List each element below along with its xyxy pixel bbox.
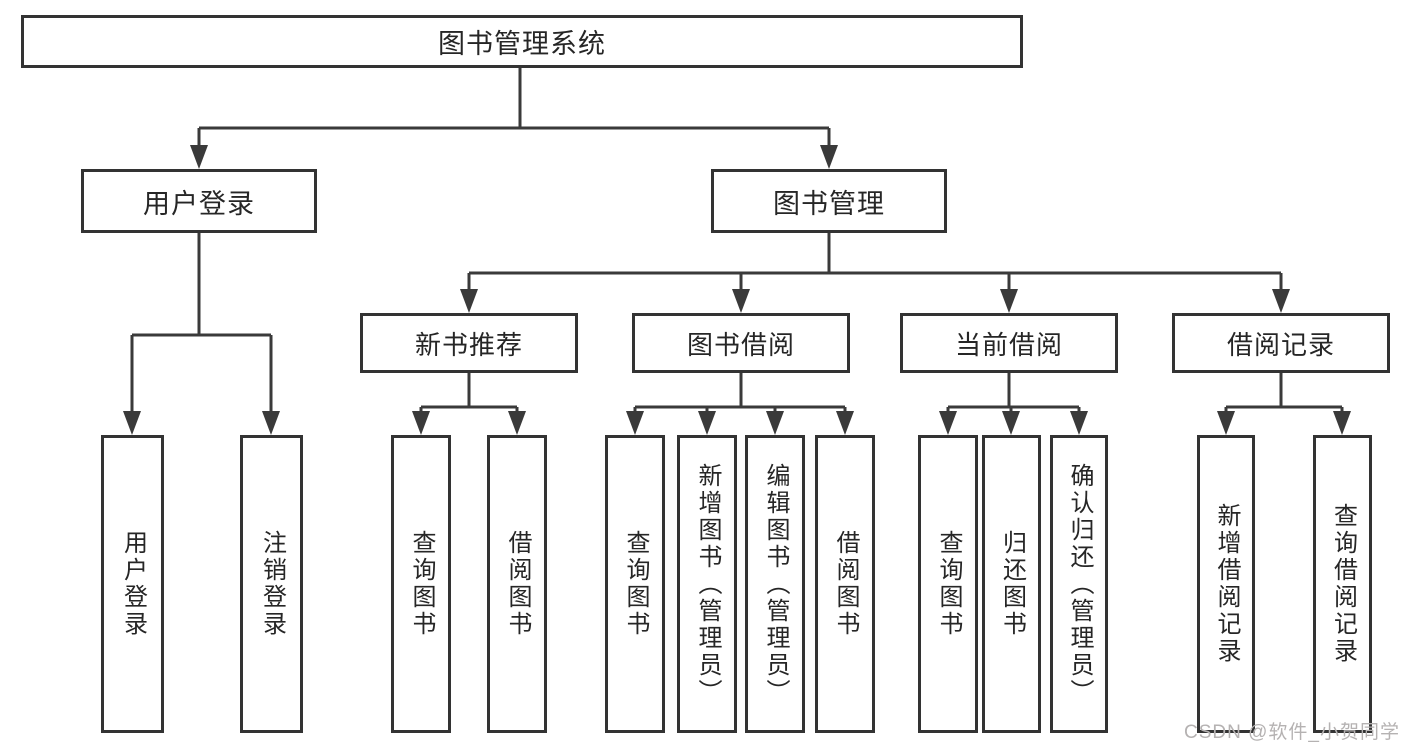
leaf-borrow-query-book-label: 查询图书 — [622, 530, 649, 638]
leaf-recommend-borrow-book-label: 借阅图书 — [504, 530, 531, 638]
node-book-management: 图书管理 — [711, 169, 947, 233]
leaf-add-borrow-record-label: 新增借阅记录 — [1213, 503, 1240, 665]
watermark: CSDN @软件_小贺同学 — [1184, 722, 1400, 743]
node-borrow-records-label: 借阅记录 — [1226, 329, 1335, 360]
leaf-user-login-label: 用户登录 — [119, 530, 147, 638]
node-book-borrow: 图书借阅 — [632, 313, 850, 373]
leaf-borrow-query-book: 查询图书 — [605, 435, 665, 733]
leaf-edit-book-admin: 编辑图书（管理员） — [745, 435, 805, 733]
node-user-login: 用户登录 — [81, 169, 317, 233]
node-book-management-label: 图书管理 — [773, 188, 885, 219]
leaf-current-query-book-label: 查询图书 — [935, 530, 962, 638]
arrowheads — [123, 145, 1351, 435]
leaf-logout: 注销登录 — [240, 435, 303, 733]
leaf-return-book: 归还图书 — [982, 435, 1041, 733]
node-current-borrow: 当前借阅 — [900, 313, 1118, 373]
node-borrow-records: 借阅记录 — [1172, 313, 1390, 373]
leaf-add-book-admin-label: 新增图书（管理员） — [694, 462, 721, 706]
leaf-add-borrow-record: 新增借阅记录 — [1197, 435, 1255, 733]
node-current-borrow-label: 当前借阅 — [954, 329, 1063, 360]
leaf-edit-book-admin-label: 编辑图书（管理员） — [762, 462, 789, 706]
node-root: 图书管理系统 — [21, 15, 1023, 68]
leaf-add-book-admin: 新增图书（管理员） — [677, 435, 737, 733]
leaf-query-borrow-record: 查询借阅记录 — [1313, 435, 1372, 733]
node-user-login-label: 用户登录 — [143, 188, 255, 219]
leaf-recommend-query-book-label: 查询图书 — [408, 530, 435, 638]
leaf-user-login: 用户登录 — [101, 435, 164, 733]
leaf-query-borrow-record-label: 查询借阅记录 — [1329, 503, 1357, 665]
leaf-confirm-return-admin-label: 确认归还（管理员） — [1066, 462, 1093, 706]
leaf-borrow-book: 借阅图书 — [815, 435, 875, 733]
leaf-confirm-return-admin: 确认归还（管理员） — [1050, 435, 1108, 733]
node-book-borrow-label: 图书借阅 — [686, 329, 795, 360]
leaf-borrow-book-label: 借阅图书 — [832, 530, 859, 638]
leaf-return-book-label: 归还图书 — [998, 530, 1026, 638]
leaf-current-query-book: 查询图书 — [918, 435, 978, 733]
leaf-logout-label: 注销登录 — [258, 530, 286, 638]
node-new-book-recommend: 新书推荐 — [360, 313, 578, 373]
leaf-recommend-query-book: 查询图书 — [391, 435, 451, 733]
node-new-book-recommend-label: 新书推荐 — [414, 329, 523, 360]
node-root-label: 图书管理系统 — [438, 29, 606, 59]
leaf-recommend-borrow-book: 借阅图书 — [487, 435, 547, 733]
